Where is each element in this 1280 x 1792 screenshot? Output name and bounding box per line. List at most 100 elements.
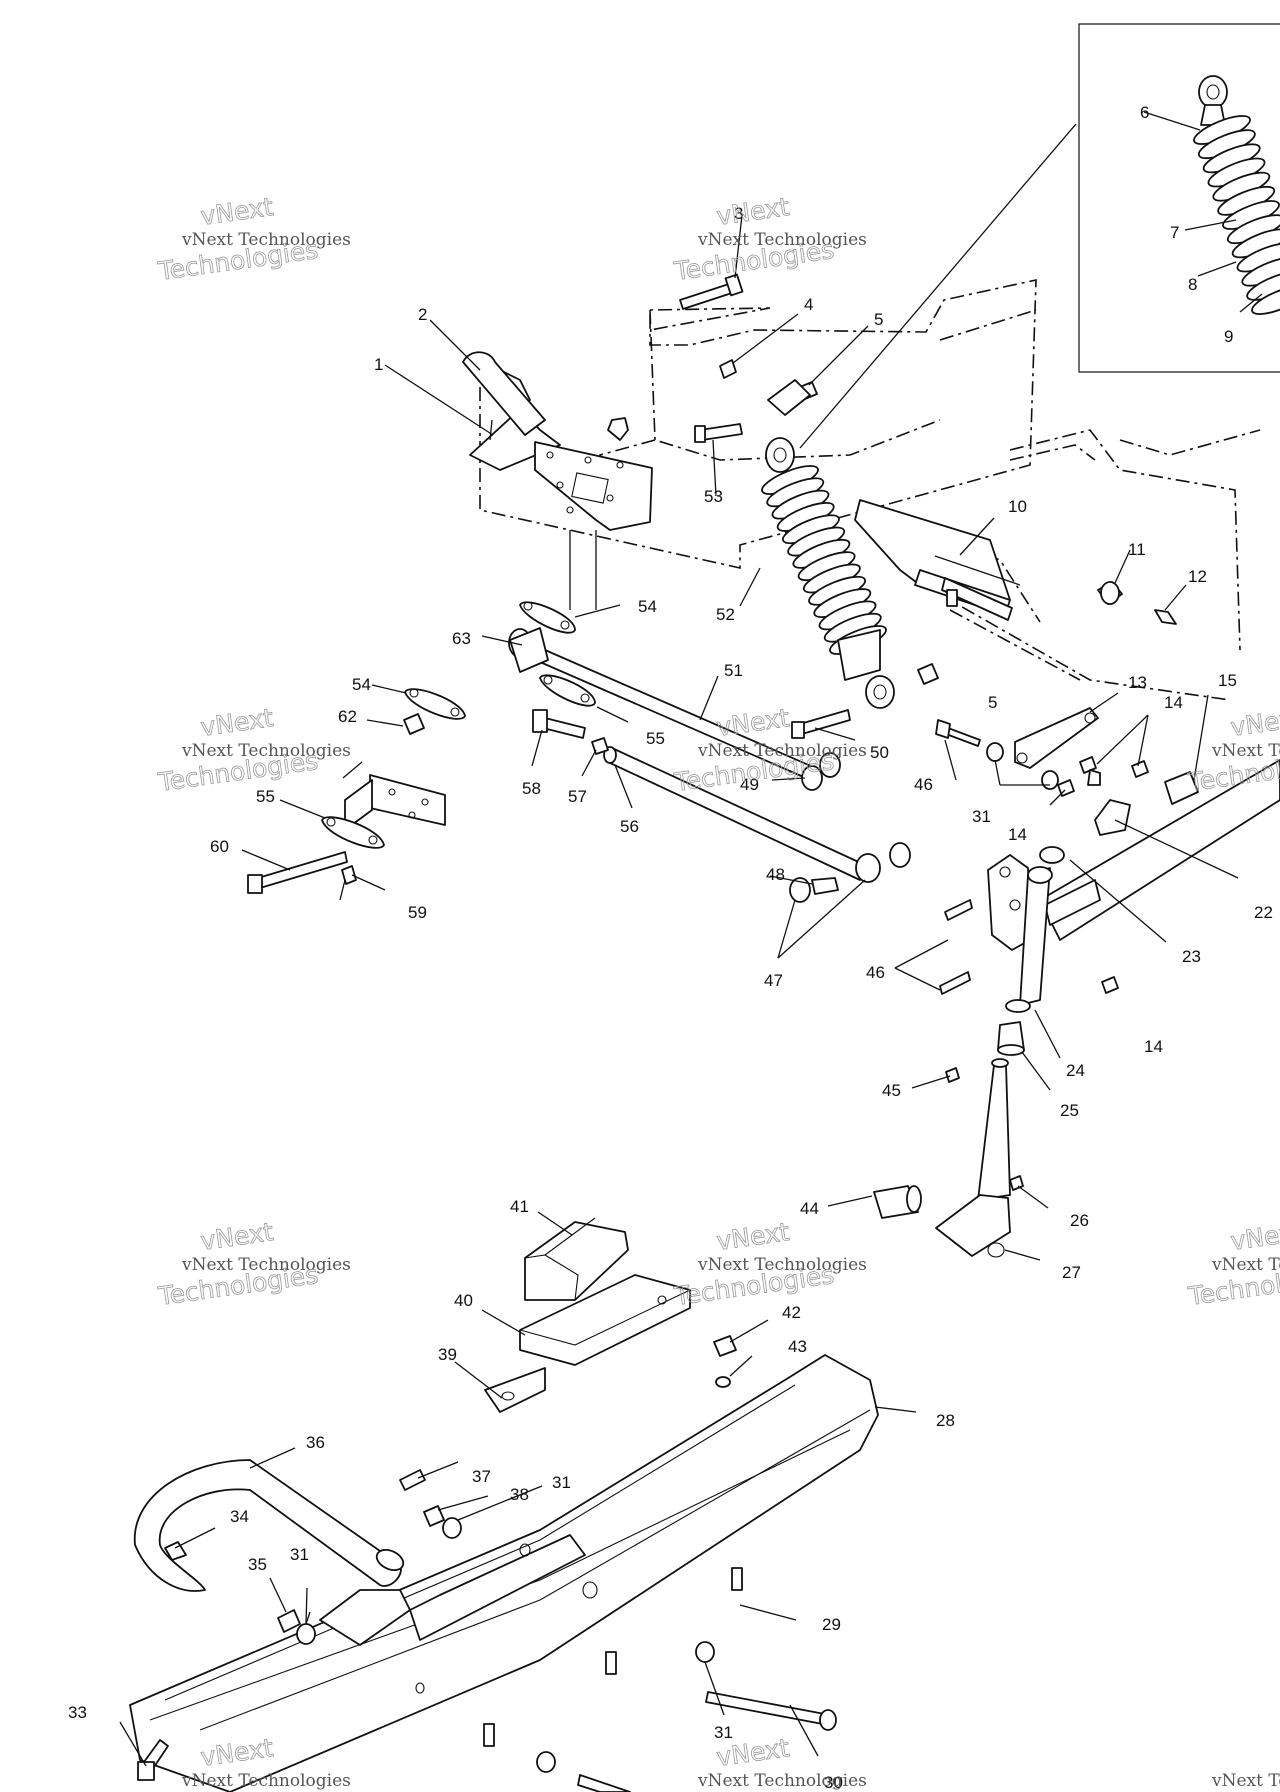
label-1: 1 [374, 355, 383, 374]
label-9: 9 [1224, 327, 1233, 346]
label-3: 3 [734, 204, 743, 223]
label-36: 36 [306, 1433, 325, 1452]
svg-text:vNext Technologies: vNext Technologies [1211, 741, 1280, 761]
label-8: 8 [1188, 275, 1197, 294]
bolt-33 [137, 1739, 169, 1781]
watermark-low-center: vNext Technologies vNext Technologies [671, 1217, 867, 1312]
shock-detail-inset [799, 23, 1280, 449]
spring-coil [1251, 285, 1280, 315]
svg-text:vNext: vNext [1229, 1217, 1280, 1256]
svg-text:vNext: vNext [715, 703, 792, 742]
runner-29-bolt-30 [483, 1567, 837, 1792]
label-54-upper: 54 [638, 597, 657, 616]
label-10: 10 [1008, 497, 1027, 516]
pin-34 [164, 1541, 187, 1561]
label-14-upper: 14 [1164, 693, 1183, 712]
label-2: 2 [418, 305, 427, 324]
steering-arm-13 [1014, 707, 1099, 769]
label-58: 58 [522, 779, 541, 798]
fastener-37-38 [399, 1469, 462, 1539]
watermark-bottom-center: vNext Technologies vNext [697, 1733, 867, 1791]
label-6: 6 [1140, 103, 1149, 122]
label-26: 26 [1070, 1211, 1089, 1230]
svg-text:vNext Technologies: vNext Technologies [1211, 1255, 1280, 1275]
nut-62 [403, 713, 425, 735]
washer-43 [715, 1376, 731, 1388]
label-34: 34 [230, 1507, 249, 1526]
bolt-58 [532, 709, 586, 739]
svg-text:vNext: vNext [199, 703, 276, 742]
watermark-mid-left: vNext Technologies vNext Technologies [155, 703, 351, 798]
label-46-upper: 46 [914, 775, 933, 794]
nut-4 [719, 359, 737, 379]
label-23: 23 [1182, 947, 1201, 966]
nut-57 [591, 737, 609, 755]
svg-text:vNext Technologies: vNext Technologies [697, 1771, 867, 1791]
nuts-14 [1057, 756, 1149, 994]
bracket-61 [344, 774, 446, 831]
spindle-housing [987, 846, 1065, 1056]
plate-54-lower [404, 688, 466, 720]
label-37: 37 [472, 1467, 491, 1486]
nut-45 [945, 1067, 960, 1083]
svg-text:vNext Technologies: vNext Technologies [1211, 1771, 1280, 1791]
label-31-upper: 31 [972, 807, 991, 826]
bracket-40 [519, 1274, 691, 1366]
label-63: 63 [452, 629, 471, 648]
label-24: 24 [1066, 1061, 1085, 1080]
svg-text:vNext Technologies: vNext Technologies [181, 1771, 351, 1791]
label-46-lower: 46 [866, 963, 885, 982]
bolt-50 [791, 709, 851, 739]
label-22: 22 [1254, 903, 1273, 922]
pin-59 [339, 865, 357, 901]
label-52: 52 [716, 605, 735, 624]
svg-text:vNext Technologies: vNext Technologies [181, 741, 351, 761]
label-47: 47 [764, 971, 783, 990]
label-53: 53 [704, 487, 723, 506]
svg-text:vNext: vNext [715, 192, 792, 231]
spindle-27 [935, 1058, 1011, 1258]
nut-42 [713, 1335, 737, 1357]
label-55-upper: 55 [646, 729, 665, 748]
bushings-47-48 [789, 877, 839, 903]
pad-41 [524, 1217, 629, 1301]
bolt-3 [679, 273, 744, 310]
radius-rod-10 [854, 499, 1021, 621]
label-48: 48 [766, 865, 785, 884]
label-35: 35 [248, 1555, 267, 1574]
bolt-53 [694, 423, 743, 443]
watermark-top-center: vNext Technologies vNext Technologies [671, 192, 867, 287]
part-number-labels: 1 2 3 4 5 5 6 7 8 9 10 11 12 13 14 14 14… [68, 103, 1273, 1792]
label-12: 12 [1188, 567, 1207, 586]
label-54-lower: 54 [352, 675, 371, 694]
watermark-bottom-right: vNext Technologies [1211, 1771, 1280, 1791]
lower-rod-56 [603, 746, 911, 883]
svg-text:vNext Technologies: vNext Technologies [697, 1255, 867, 1275]
label-5-lower: 5 [988, 693, 997, 712]
loop-36 [133, 1459, 405, 1592]
svg-text:vNext Technologies: vNext Technologies [697, 230, 867, 250]
bracket-39 [484, 1367, 546, 1413]
label-42: 42 [782, 1303, 801, 1322]
inset-shock-absorber [1193, 75, 1280, 315]
steering-post-assembly [462, 351, 653, 610]
label-38: 38 [510, 1485, 529, 1504]
watermark-low-left: vNext Technologies vNext Technologies [155, 1217, 350, 1312]
ski-right-clip [1039, 759, 1280, 941]
label-55-lower: 55 [256, 787, 275, 806]
label-56: 56 [620, 817, 639, 836]
label-7: 7 [1170, 223, 1179, 242]
svg-text:vNext Technologies: vNext Technologies [181, 230, 351, 250]
label-13: 13 [1128, 673, 1147, 692]
plate-54-upper [519, 601, 576, 634]
label-40: 40 [454, 1291, 473, 1310]
label-30: 30 [824, 1773, 843, 1792]
upper-rod-51 [508, 627, 841, 791]
nut-11 [1097, 581, 1123, 605]
label-50: 50 [870, 743, 889, 762]
label-57: 57 [568, 787, 587, 806]
label-62: 62 [338, 707, 357, 726]
svg-text:vNext: vNext [199, 1217, 276, 1256]
label-39: 39 [438, 1345, 457, 1364]
